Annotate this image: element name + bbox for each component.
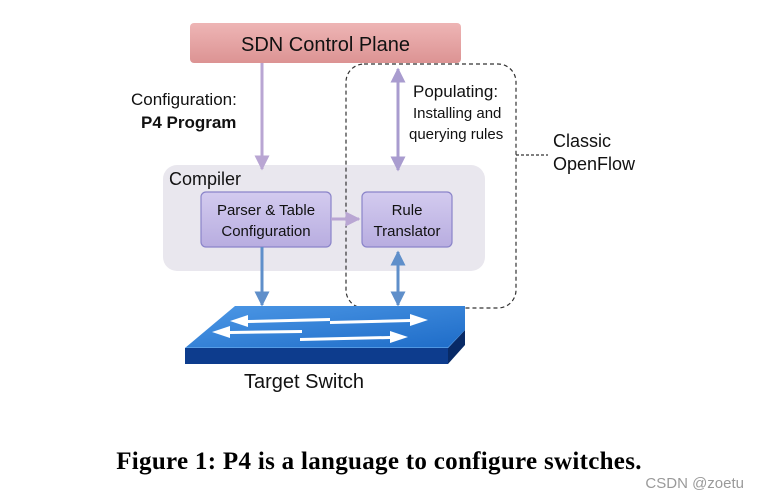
parser-label-2: Configuration xyxy=(221,223,310,240)
rule-label-1: Rule xyxy=(392,202,423,219)
sdn-control-plane-label: SDN Control Plane xyxy=(241,34,410,56)
classic-label-1: Classic xyxy=(553,131,611,151)
p4-program-label: P4 Program xyxy=(141,113,236,132)
watermark: CSDN @zoetu xyxy=(645,475,744,492)
parser-label-1: Parser & Table xyxy=(217,202,315,219)
figure-caption: Figure 1: P4 is a language to configure … xyxy=(116,448,642,475)
classic-label-2: OpenFlow xyxy=(553,154,636,174)
populating-line-2: querying rules xyxy=(409,126,503,143)
compiler-label: Compiler xyxy=(169,169,241,189)
rule-translator-box xyxy=(361,191,453,248)
target-switch-label: Target Switch xyxy=(244,371,364,393)
populating-title: Populating: xyxy=(413,82,498,101)
target-switch-icon xyxy=(185,306,465,364)
populating-line-1: Installing and xyxy=(413,105,501,122)
p4-architecture-diagram: Compiler Classic OpenFlow SDN Control Pl… xyxy=(131,23,636,393)
sdn-control-plane-box xyxy=(190,23,461,63)
configuration-label: Configuration: xyxy=(131,90,237,109)
rule-label-2: Translator xyxy=(374,223,441,240)
